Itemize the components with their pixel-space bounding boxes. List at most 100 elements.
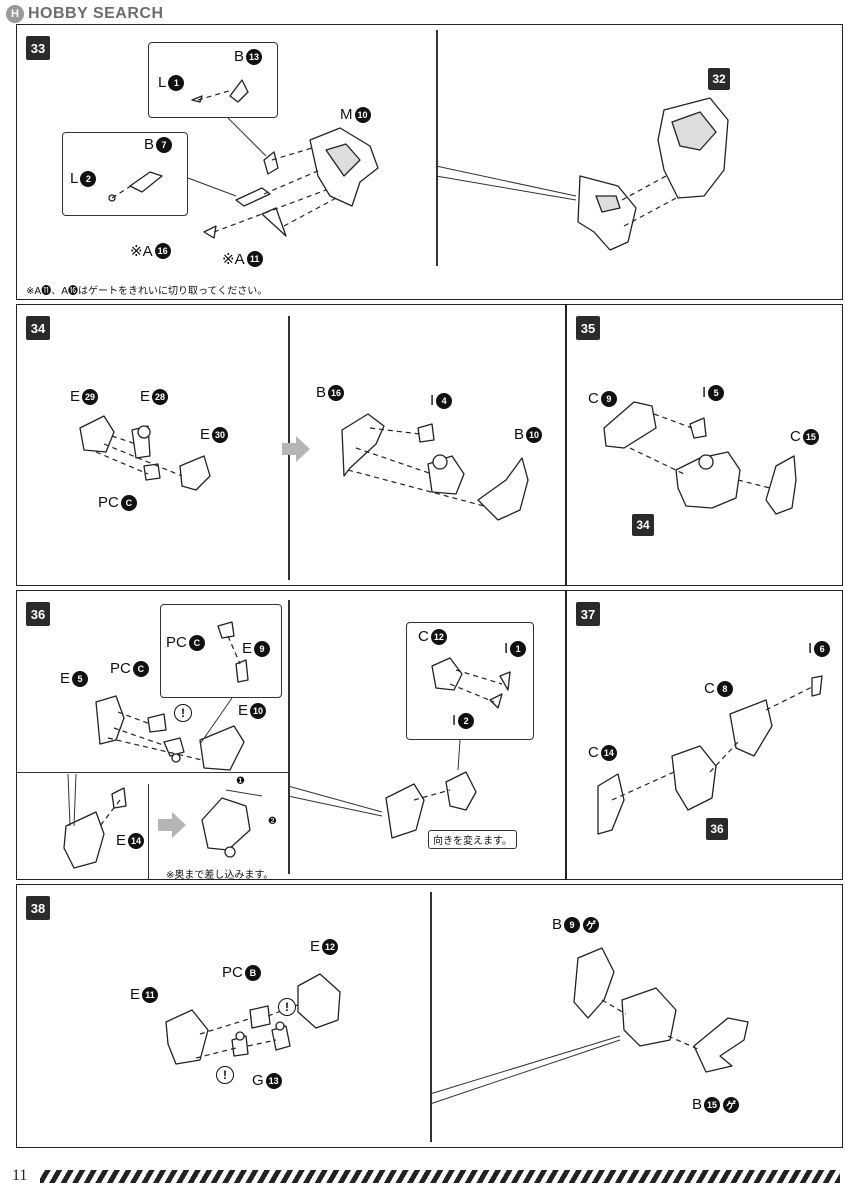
step-36-sub-vline [148,784,150,880]
part-number-badge: 8 [716,680,733,697]
footer-stripe-bar [40,1169,840,1183]
part-number-badge: 10 [250,702,267,719]
step-36-divider [288,600,290,874]
caution-icon: ! [174,704,192,722]
part-number-badge: 11 [246,251,263,267]
step-38-divider [430,892,432,1142]
step-36-order-1: ❶ [236,776,245,787]
part-number-badge: 2 [458,712,475,729]
part-number-badge: 1 [510,640,527,657]
caution-icon: ! [216,1066,234,1084]
part-number-badge: 9 [254,640,271,657]
part-number-badge: C [132,660,149,677]
step-number-35: 35 [576,316,600,340]
step-37-panel [566,590,843,880]
part-number-badge: 9 [600,390,617,407]
part-number-badge: 29 [82,388,99,405]
part-number-badge: B [244,964,261,981]
step-33-divider [436,30,438,266]
part-number-badge: 5 [708,384,725,401]
step-33-gate-note: ※A⓫、A⓰はゲートをきれいに切り取ってください。 [26,286,268,297]
part-number-badge: 16 [154,243,171,259]
part-number-badge: 16 [328,384,345,401]
page-footer: 11 [12,1166,840,1186]
part-number-badge: 11 [142,986,159,1003]
part-number-badge: 5 [72,670,89,687]
step-number-36: 36 [26,602,50,626]
page-number: 11 [12,1167,28,1184]
part-number-badge: 7 [156,136,173,153]
part-number-badge: 10 [526,426,543,443]
part-number-badge: 28 [152,388,169,405]
step-36-insert-note: ※奥まで差し込みます。 [166,870,274,881]
part-number-badge: 12 [430,628,447,645]
part-number-badge: 9 [564,916,581,933]
caution-icon: ! [278,998,296,1016]
ref-step-32: 32 [708,68,730,90]
part-number-badge: 10 [354,106,371,123]
next-stage-arrow-icon [158,812,186,838]
part-number-badge: 14 [128,832,145,849]
part-number-badge: C [120,494,137,511]
part-number-badge: 6 [814,640,831,657]
ref-step-34: 34 [632,514,654,536]
part-number-badge: 13 [265,1072,282,1089]
part-number-badge: 14 [600,744,617,761]
hobby-search-logo-icon: H [6,5,24,23]
step-number-37: 37 [576,602,600,626]
part-number-badge: 15 [802,428,819,445]
step-36-order-2: ❷ [268,816,277,827]
part-number-badge: 1 [168,74,185,91]
part-number-badge: 15 [704,1096,721,1113]
gate-mark-icon: ゲ [723,1096,740,1113]
next-stage-arrow-icon [282,436,310,462]
step-number-34: 34 [26,316,50,340]
step-36-rotate-note: 向きを変えます。 [428,830,517,849]
part-number-badge: 2 [80,170,97,187]
site-logo-text: HOBBY SEARCH [28,5,164,22]
part-number-badge: 4 [436,392,453,409]
part-number-badge: C [188,634,205,651]
part-number-badge: 13 [246,48,263,65]
site-header: H HOBBY SEARCH [6,4,164,24]
part-number-badge: 30 [212,426,229,443]
ref-step-36: 36 [706,818,728,840]
step-35-panel [566,304,843,586]
step-36-sub-hline [16,772,288,774]
part-number-badge: 12 [322,938,339,955]
step-number-38: 38 [26,896,50,920]
